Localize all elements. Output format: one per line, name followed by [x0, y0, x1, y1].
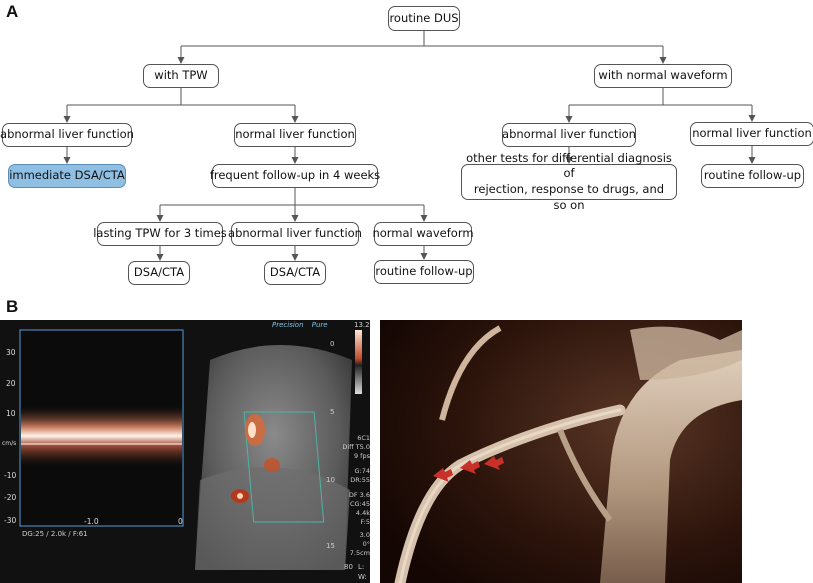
node-nw-abnormal-liver: abnormal liver function — [502, 123, 636, 147]
doppler-y-tick-10: 10 — [6, 409, 16, 418]
doppler-y-tick-30: 30 — [6, 348, 16, 357]
bottom-right-l: L: — [358, 563, 365, 571]
panel-a-label: A — [6, 2, 19, 21]
doppler-x-tick-0: 0 — [178, 517, 183, 526]
param-depth: 7.5cm — [349, 549, 370, 557]
param-cg: CG:45 — [349, 500, 370, 508]
cta-graphic — [380, 320, 742, 583]
node-routine-dus: routine DUS — [388, 6, 460, 31]
pure-text: Pure — [311, 321, 328, 329]
other-tests-line2: rejection, response to drugs, and so on — [473, 182, 665, 212]
doppler-x-tick-neg1: -1.0 — [84, 517, 99, 526]
node-followup-abnormal-liver: abnormal liver function — [228, 222, 362, 246]
node-tpw-normal-liver: normal liver function — [234, 123, 356, 147]
node-normal-waveform: normal waveform — [372, 222, 474, 246]
node-routine-followup-2: routine follow-up — [701, 164, 804, 188]
node-immediate-dsa-cta: immediate DSA/CTA — [8, 164, 126, 188]
other-tests-line1: other tests for differential diagnosis o… — [466, 150, 672, 181]
depth-tick-5: 5 — [330, 408, 335, 416]
precision-text: Precision — [272, 321, 304, 329]
param-diff: Diff T5.0 — [342, 443, 370, 451]
bottom-right-value: 80 — [344, 563, 353, 571]
depth-tick-15: 15 — [326, 542, 335, 550]
doppler-y-tick-neg30: -30 — [4, 516, 17, 525]
node-tpw-abnormal-liver: abnormal liver function — [0, 123, 134, 147]
param-gate: 3.0 — [359, 531, 370, 539]
doppler-y-tick-neg20: -20 — [4, 493, 17, 502]
node-routine-followup-1: routine follow-up — [374, 260, 474, 284]
param-gain: G:74 — [354, 467, 371, 475]
param-f: F:5 — [360, 518, 370, 526]
node-dsa-cta-1: DSA/CTA — [128, 261, 190, 285]
node-other-tests: other tests for differential diagnosis o… — [461, 151, 677, 212]
flowchart-connectors — [63, 31, 756, 261]
node-with-tpw: with TPW — [143, 64, 219, 88]
node-nw-normal-liver: normal liver function — [690, 122, 813, 146]
node-frequent-followup: frequent follow-up in 4 weeks — [210, 164, 380, 188]
cta-image — [380, 320, 742, 583]
color-scale-top: 13.2 — [354, 321, 370, 329]
param-df: DF 3.6 — [348, 491, 370, 499]
param-angle: 0° — [362, 540, 370, 548]
param-dr: DR:55 — [350, 476, 370, 484]
depth-tick-0: 0 — [330, 340, 335, 348]
doppler-y-tick-neg10: -10 — [4, 471, 17, 480]
side-params: 6C1 Diff T5.0 9 fps G:74 DR:55 DF 3.6 CG… — [340, 434, 370, 558]
precision-label: Precision Pure — [272, 321, 328, 329]
ultrasound-graphic — [19, 329, 362, 570]
bottom-right-w: W: — [358, 573, 367, 581]
doppler-footer: DG:25 / 2.0k / F:61 — [22, 530, 88, 538]
param-fps: 9 fps — [353, 452, 370, 460]
node-with-normal-waveform: with normal waveform — [594, 64, 732, 88]
panel-b-label: B — [6, 297, 19, 316]
doppler-y-unit: cm/s — [2, 440, 17, 447]
node-dsa-cta-2: DSA/CTA — [264, 261, 326, 285]
ultrasound-image: 30 20 10 cm/s -10 -20 -30 -1.0 0 DG:25 /… — [0, 320, 370, 583]
doppler-y-tick-20: 20 — [6, 379, 16, 388]
param-probe: 6C1 — [357, 434, 370, 442]
param-prf: 4.4k — [355, 509, 370, 517]
node-lasting-tpw: lasting TPW for 3 times — [93, 222, 227, 246]
depth-tick-10: 10 — [326, 476, 335, 484]
